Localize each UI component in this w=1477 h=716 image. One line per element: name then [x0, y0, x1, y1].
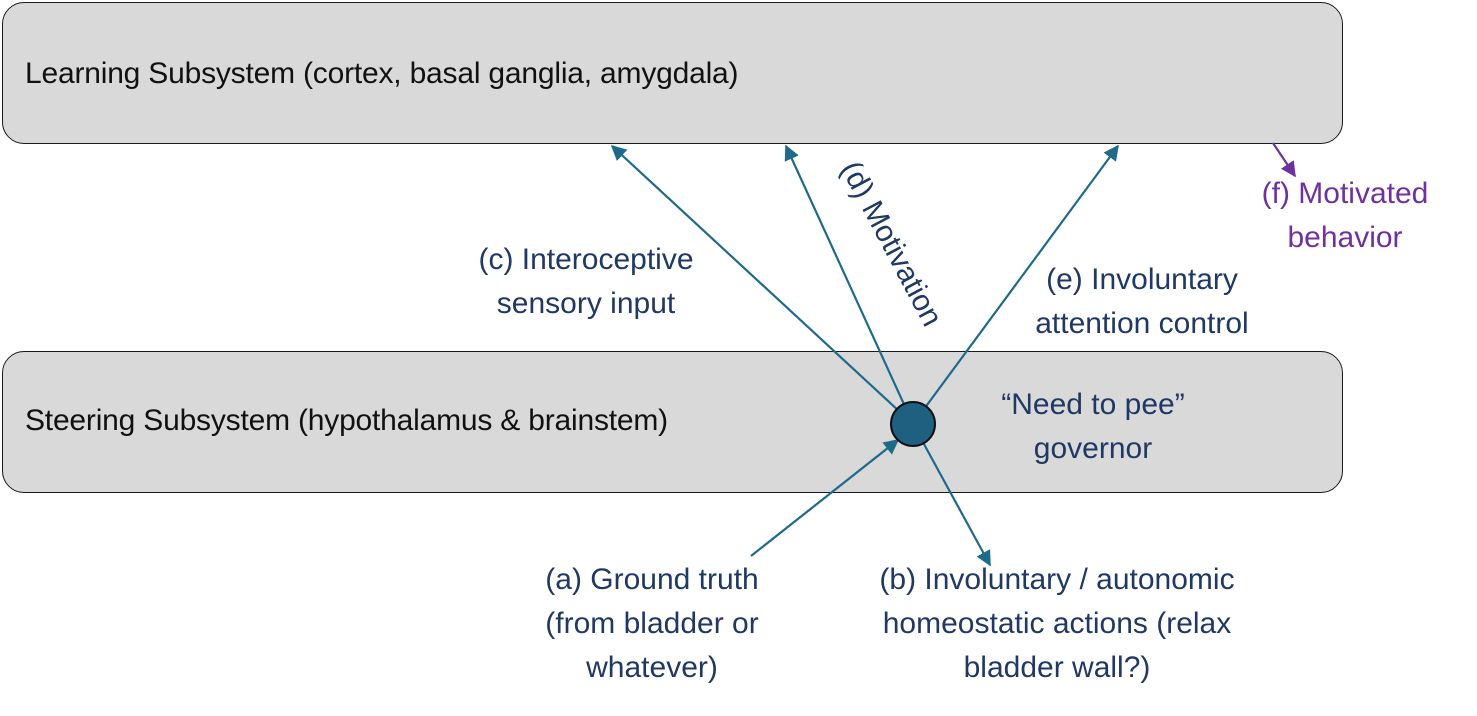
arrow-a-ground-truth: [750, 439, 900, 557]
governor-label: “Need to pee”governor: [1001, 388, 1185, 465]
steering-subsystem-box: Steering Subsystem (hypothalamus & brain…: [2, 351, 1343, 493]
arrow-d-motivation: [784, 144, 915, 425]
arrow-e-attention: [912, 144, 1119, 425]
arrow-f-motivated-behavior: [1272, 142, 1296, 178]
steering-subsystem-title: Steering Subsystem (hypothalamus & brain…: [25, 404, 668, 437]
arrow-b-autonomic: [912, 423, 991, 567]
learning-subsystem-title: Learning Subsystem (cortex, basal gangli…: [25, 57, 739, 90]
governor-node: [890, 401, 936, 447]
learning-subsystem-box: Learning Subsystem (cortex, basal gangli…: [2, 2, 1343, 144]
arrow-c-interoceptive: [610, 144, 914, 425]
